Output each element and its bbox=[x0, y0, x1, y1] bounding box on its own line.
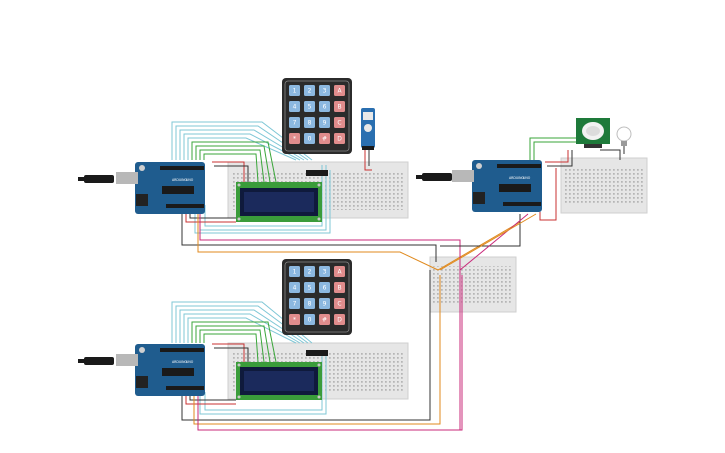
keypad-key-B[interactable] bbox=[334, 101, 345, 112]
keypad-key-label: 9 bbox=[323, 119, 327, 126]
keypad-key-D[interactable] bbox=[334, 314, 345, 325]
keypad-key-B[interactable] bbox=[334, 282, 345, 293]
keypad-bottom[interactable]: 1 2 3 A 4 5 6 B 7 8 9 C * 0 # D bbox=[282, 259, 352, 335]
usb-cable-right bbox=[416, 173, 452, 181]
keypad-key-0[interactable] bbox=[304, 314, 315, 325]
keypad-key-label: 7 bbox=[293, 300, 297, 307]
keypad-key-A[interactable] bbox=[334, 85, 345, 96]
keypad-key-label: 2 bbox=[308, 87, 312, 94]
arduino-label: ARDUINO bbox=[509, 176, 525, 180]
keypad-key-label: D bbox=[337, 316, 342, 323]
keypad-key-label: 4 bbox=[293, 103, 297, 110]
keypad-key-5[interactable] bbox=[304, 101, 315, 112]
keypad-key-4[interactable] bbox=[289, 282, 300, 293]
keypad-key-label: 4 bbox=[293, 284, 297, 291]
arduino-brand: UNO bbox=[523, 176, 531, 180]
arduino-right[interactable]: ARDUINO UNO bbox=[452, 160, 542, 212]
keypad-key-0[interactable] bbox=[304, 133, 315, 144]
keypad-key-label: # bbox=[322, 135, 327, 142]
keypad-key-label: 1 bbox=[293, 87, 297, 94]
keypad-key-9[interactable] bbox=[319, 117, 330, 128]
bulb-icon[interactable] bbox=[616, 126, 632, 154]
lcd-top[interactable] bbox=[236, 182, 322, 222]
arduino-label: ARDUINO bbox=[172, 360, 188, 364]
keypad-key-label: 5 bbox=[308, 103, 312, 110]
keypad-key-label: 2 bbox=[308, 268, 312, 275]
keypad-key-7[interactable] bbox=[289, 298, 300, 309]
servo-motor[interactable] bbox=[361, 108, 375, 150]
usb-cable-top-left bbox=[78, 175, 114, 183]
keypad-key-label: 8 bbox=[308, 300, 312, 307]
keypad-key-label: A bbox=[337, 87, 342, 94]
keypad-key-2[interactable] bbox=[304, 85, 315, 96]
wires-top-circuit bbox=[171, 121, 521, 430]
keypad-key-label: D bbox=[337, 135, 342, 142]
lcd-bottom[interactable] bbox=[236, 362, 322, 400]
keypad-key-2[interactable] bbox=[304, 266, 315, 277]
keypad-key-label: # bbox=[322, 316, 327, 323]
keypad-key-6[interactable] bbox=[319, 101, 330, 112]
keypad-key-label: A bbox=[337, 268, 342, 275]
keypad-key-A[interactable] bbox=[334, 266, 345, 277]
keypad-key-label: 0 bbox=[308, 135, 312, 142]
keypad-connector-top bbox=[306, 170, 328, 176]
keypad-key-label: 9 bbox=[323, 300, 327, 307]
keypad-top[interactable]: 1 2 3 A 4 5 6 B 7 8 9 C * 0 # D bbox=[282, 78, 352, 154]
keypad-key-label: 3 bbox=[323, 87, 327, 94]
keypad-key-label: B bbox=[337, 284, 341, 291]
keypad-key-label: 3 bbox=[323, 268, 327, 275]
keypad-key-1[interactable] bbox=[289, 85, 300, 96]
keypad-key-4[interactable] bbox=[289, 101, 300, 112]
keypad-key-3[interactable] bbox=[319, 85, 330, 96]
arduino-brand: UNO bbox=[186, 360, 194, 364]
arduino-bottom[interactable]: ARDUINO UNO bbox=[116, 344, 205, 396]
keypad-key-6[interactable] bbox=[319, 282, 330, 293]
keypad-key-8[interactable] bbox=[304, 117, 315, 128]
keypad-key-label: 7 bbox=[293, 119, 297, 126]
wires-bottom-circuit bbox=[171, 270, 463, 431]
keypad-key-label: * bbox=[293, 135, 296, 142]
arduino-brand: UNO bbox=[186, 178, 194, 182]
keypad-key-C[interactable] bbox=[334, 298, 345, 309]
keypad-key-9[interactable] bbox=[319, 298, 330, 309]
arduino-label: ARDUINO bbox=[172, 178, 188, 182]
keypad-key-label: B bbox=[337, 103, 341, 110]
arduino-top-left[interactable]: ARDUINO UNO bbox=[116, 162, 205, 214]
keypad-key-C[interactable] bbox=[334, 117, 345, 128]
breadboard-top-right[interactable] bbox=[560, 157, 648, 214]
keypad-key-label: 5 bbox=[308, 284, 312, 291]
keypad-key-label: C bbox=[337, 119, 341, 126]
keypad-key-3[interactable] bbox=[319, 266, 330, 277]
keypad-key-8[interactable] bbox=[304, 298, 315, 309]
usb-cable-bottom bbox=[78, 357, 114, 365]
keypad-key-label: 1 bbox=[293, 268, 297, 275]
keypad-key-*[interactable] bbox=[289, 314, 300, 325]
keypad-key-*[interactable] bbox=[289, 133, 300, 144]
keypad-key-label: 6 bbox=[323, 103, 327, 110]
keypad-key-5[interactable] bbox=[304, 282, 315, 293]
keypad-key-label: 6 bbox=[323, 284, 327, 291]
keypad-key-label: C bbox=[337, 300, 341, 307]
keypad-key-D[interactable] bbox=[334, 133, 345, 144]
keypad-key-label: 0 bbox=[308, 316, 312, 323]
keypad-key-1[interactable] bbox=[289, 266, 300, 277]
keypad-key-#[interactable] bbox=[319, 133, 330, 144]
keypad-key-#[interactable] bbox=[319, 314, 330, 325]
breadboard-middle[interactable] bbox=[429, 256, 517, 313]
pir-sensor[interactable] bbox=[576, 118, 610, 148]
keypad-key-7[interactable] bbox=[289, 117, 300, 128]
keypad-key-label: * bbox=[293, 316, 296, 323]
keypad-connector-bottom bbox=[306, 350, 328, 356]
keypad-key-label: 8 bbox=[308, 119, 312, 126]
